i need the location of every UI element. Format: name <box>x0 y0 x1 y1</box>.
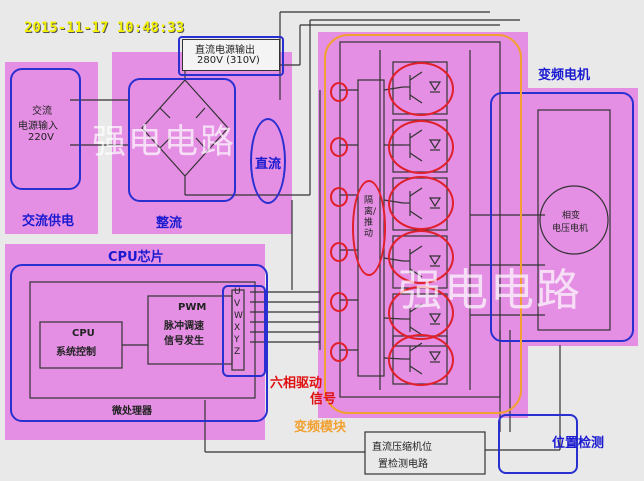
igbt-2-highlight <box>388 120 454 174</box>
cpu-region <box>5 244 265 440</box>
pwm-output-z: Z <box>234 347 241 357</box>
gate-input-2 <box>330 137 348 157</box>
microprocessor-label: 微处理器 <box>112 406 152 417</box>
motor-line2: 电压电机 <box>552 224 589 234</box>
igbt-4-highlight <box>388 230 454 284</box>
position-block-line2: 置检测电路 <box>378 459 428 470</box>
dc-label: 直流 <box>255 157 282 172</box>
gate-input-3 <box>330 187 348 207</box>
pwm-block-line3: 信号发生 <box>164 336 204 347</box>
dc-bus-box-outline <box>178 36 284 76</box>
inverter-motor-label: 变频电机 <box>538 68 591 83</box>
gate-input-5 <box>330 292 348 312</box>
pwm-output-v: V <box>234 299 241 309</box>
dc-outline <box>250 118 286 204</box>
six-phase-drive-label: 六相驱动 <box>270 376 323 391</box>
isolation-drive-highlight <box>352 180 386 276</box>
pwm-block-line1: PWM <box>178 302 207 313</box>
timestamp: 2015-11-17 10:48:33 <box>24 20 185 36</box>
pwm-outputs-outline <box>222 285 266 377</box>
rectifier-label: 整流 <box>156 216 183 231</box>
watermark-top: 强电电路 <box>92 122 236 162</box>
cpu-block-line2: 系统控制 <box>56 347 96 358</box>
ac-input-line2: 电源输入 <box>18 121 58 132</box>
dc-bus-line1: 直流电源输出 <box>195 45 255 56</box>
cpu-block-line1: CPU <box>72 328 95 339</box>
inverter-module-outline <box>324 34 522 414</box>
igbt-1-highlight <box>388 62 454 116</box>
ac-supply-region <box>5 62 98 234</box>
ac-supply-label: 交流供电 <box>22 214 75 229</box>
igbt-3-highlight <box>388 176 454 230</box>
dc-bus-line2: 280V (310V) <box>197 55 260 66</box>
motor-region <box>528 88 638 346</box>
motor-line1: 相变 <box>562 211 581 221</box>
gate-input-1 <box>330 82 348 102</box>
rectifier-outline <box>128 78 236 202</box>
gate-input-4 <box>330 242 348 262</box>
watermark-center: 强电电路 <box>398 265 582 316</box>
position-detect-label: 位置检测 <box>552 436 605 451</box>
position-detect-outline <box>498 414 578 474</box>
isolation-drive-label: 隔离/推动 <box>364 196 377 239</box>
ac-input-line3: 220V <box>28 132 54 143</box>
pwm-output-y: Y <box>234 335 240 345</box>
pwm-output-w: W <box>234 311 243 321</box>
motor-outline <box>490 92 634 342</box>
position-block-line1: 直流压缩机位 <box>372 442 432 453</box>
cpu-chip-label: CPU芯片 <box>108 250 164 265</box>
ac-input-outline <box>10 68 81 190</box>
pwm-output-u: U <box>234 287 241 297</box>
inverter-module-label: 变频模块 <box>294 420 347 435</box>
signal-label: 信号 <box>310 392 337 407</box>
gate-input-6 <box>330 342 348 362</box>
cpu-chip-outline <box>10 264 268 422</box>
pwm-output-x: X <box>234 323 241 333</box>
dc-bus-box: 直流电源输出 280V (310V) <box>182 39 280 71</box>
ac-input-line1: 交流 <box>32 106 52 117</box>
igbt-6-highlight <box>388 334 454 386</box>
pwm-block-line2: 脉冲调速 <box>164 321 204 332</box>
